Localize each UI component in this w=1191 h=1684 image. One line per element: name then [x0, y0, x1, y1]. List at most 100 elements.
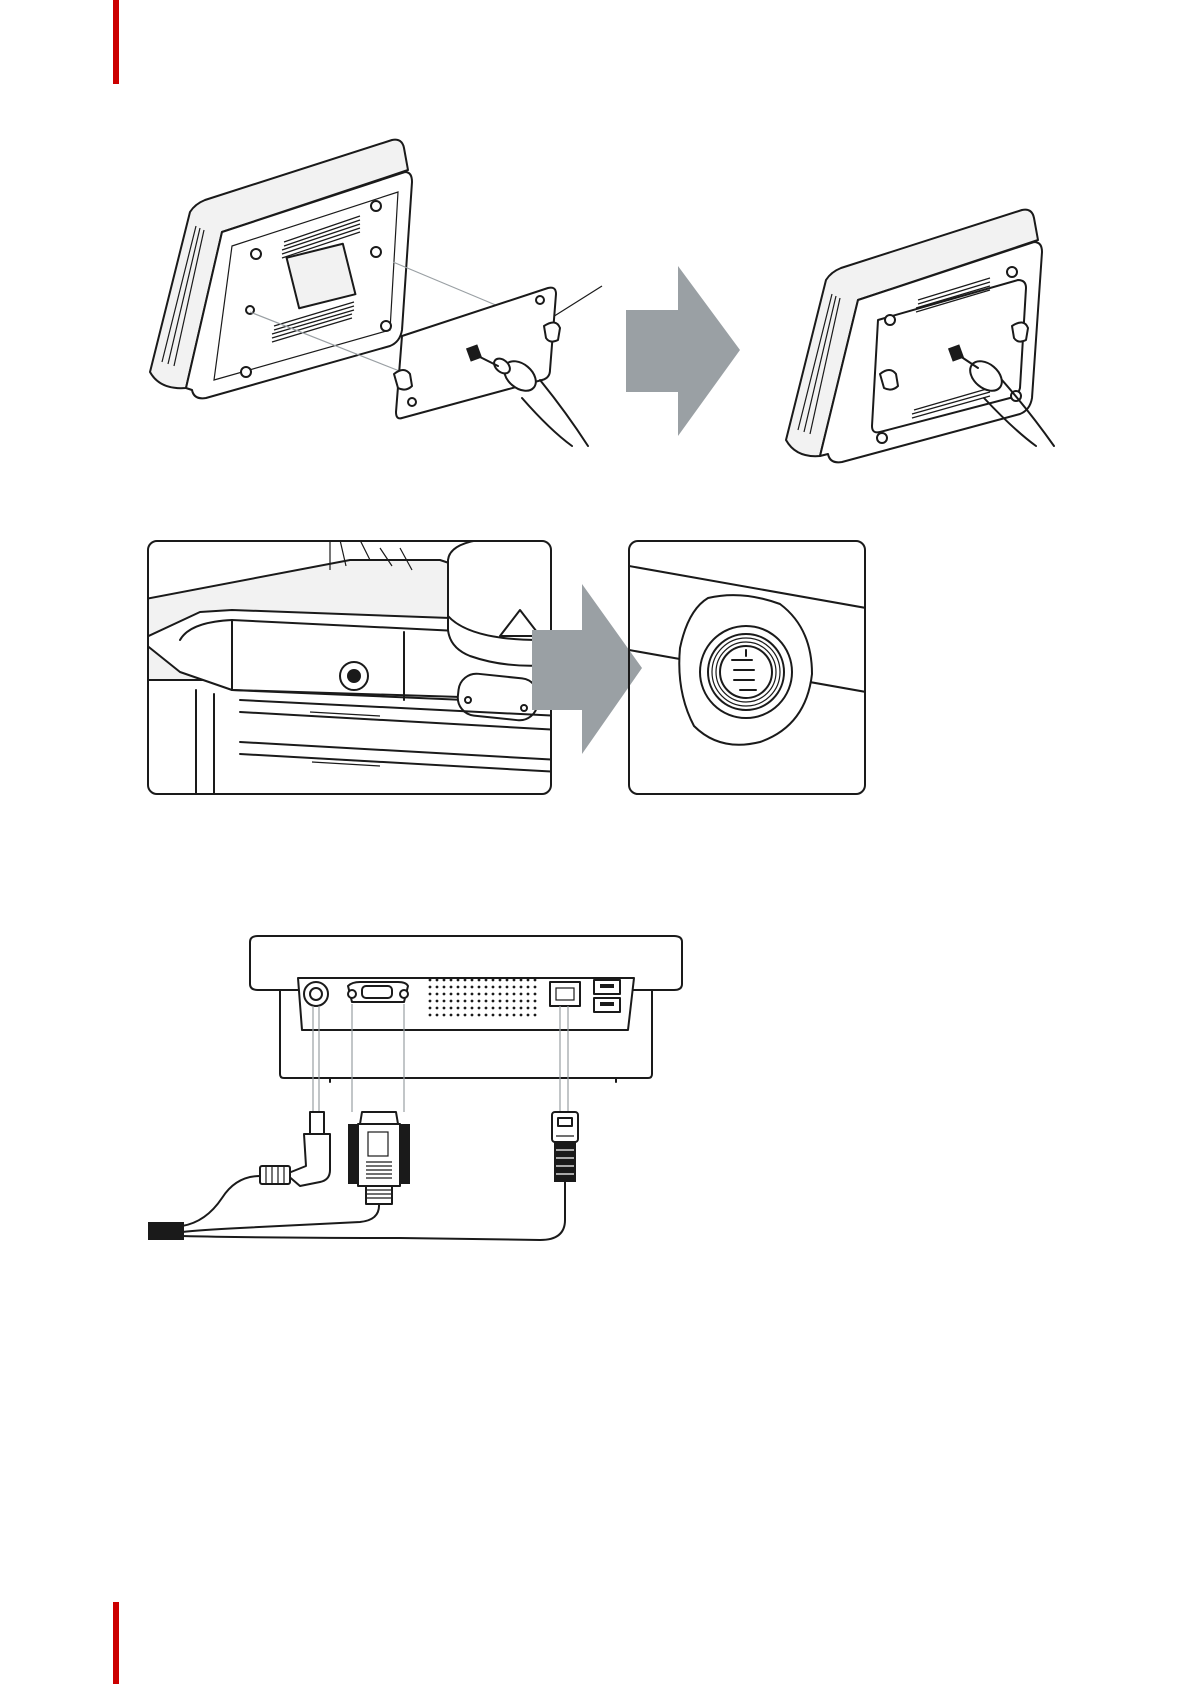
vent-dot	[513, 979, 516, 982]
vent-dot	[499, 979, 502, 982]
vent-dot	[499, 986, 502, 989]
vent-dot	[450, 1014, 453, 1017]
step-arrow-icon	[626, 266, 740, 436]
vent-dot	[443, 986, 446, 989]
vent-dot	[443, 1007, 446, 1010]
vent-dot	[464, 1014, 467, 1017]
vent-dot	[429, 979, 432, 982]
vent-dot	[513, 993, 516, 996]
vent-dot	[527, 1007, 530, 1010]
cable-end-connector	[148, 1222, 184, 1240]
vent-dot	[464, 979, 467, 982]
vent-dot	[506, 1014, 509, 1017]
vent-dot	[443, 993, 446, 996]
vent-dot	[485, 1014, 488, 1017]
vent-dot	[527, 986, 530, 989]
vent-dot	[513, 1014, 516, 1017]
vent-dot	[450, 979, 453, 982]
vent-dot	[436, 986, 439, 989]
vent-dot	[534, 1000, 537, 1003]
vent-dot	[457, 1014, 460, 1017]
vent-dot	[485, 1007, 488, 1010]
vent-dot	[429, 986, 432, 989]
vent-dot	[450, 1007, 453, 1010]
vent-dot	[520, 993, 523, 996]
vent-dot	[492, 1014, 495, 1017]
vent-dot	[520, 979, 523, 982]
vent-dot	[457, 979, 460, 982]
figure-mount-plate	[0, 130, 1191, 460]
device-closeup-illustration	[140, 538, 560, 800]
vent-dot	[450, 1000, 453, 1003]
vent-dot	[499, 1000, 502, 1003]
vent-dot	[499, 1014, 502, 1017]
vent-dot	[436, 1000, 439, 1003]
vent-dot	[492, 979, 495, 982]
vent-dot	[471, 1007, 474, 1010]
vent-dot	[443, 979, 446, 982]
vent-dot	[520, 1007, 523, 1010]
vent-dot	[450, 986, 453, 989]
dc-plug-illustration	[182, 1112, 330, 1226]
vent-dot	[457, 993, 460, 996]
vent-dot	[506, 1000, 509, 1003]
vent-dot	[492, 1007, 495, 1010]
vent-dot	[520, 1014, 523, 1017]
vent-dot	[506, 1007, 509, 1010]
vent-dot	[478, 1014, 481, 1017]
vent-dot	[527, 979, 530, 982]
vent-dot	[436, 979, 439, 982]
vent-dot	[485, 986, 488, 989]
vent-dot	[520, 1000, 523, 1003]
figure-connector-detail	[0, 538, 1191, 800]
vent-dot	[534, 993, 537, 996]
vent-dot	[457, 986, 460, 989]
vent-dot	[443, 1000, 446, 1003]
vent-dot	[478, 986, 481, 989]
mount-plate-illustration	[394, 288, 588, 446]
vent-dot	[471, 1000, 474, 1003]
terminal-rear-illustration	[150, 140, 412, 399]
vent-dot	[499, 993, 502, 996]
vent-dot	[457, 1007, 460, 1010]
vent-dot	[457, 1000, 460, 1003]
page-accent-bar-top	[113, 0, 119, 84]
vent-dot	[443, 1014, 446, 1017]
vent-dot	[520, 986, 523, 989]
page-accent-bar-bottom	[113, 1602, 119, 1684]
vent-dot	[534, 986, 537, 989]
vent-dot	[485, 979, 488, 982]
vent-dot	[436, 993, 439, 996]
figure-cable-connection	[0, 930, 1191, 1250]
vent-dot	[436, 1014, 439, 1017]
terminal-mounted-illustration	[786, 210, 1054, 463]
vent-dot	[513, 1000, 516, 1003]
vent-dot	[527, 993, 530, 996]
vent-dot	[464, 1007, 467, 1010]
vent-dot	[450, 993, 453, 996]
vent-dot	[471, 1014, 474, 1017]
vent-dot	[534, 1014, 537, 1017]
vent-dot	[499, 1007, 502, 1010]
vent-dot	[464, 993, 467, 996]
vent-dot	[471, 986, 474, 989]
vent-dot	[485, 993, 488, 996]
vent-dot	[429, 1007, 432, 1010]
vent-dot	[534, 1007, 537, 1010]
vent-dot	[478, 993, 481, 996]
vent-dot	[471, 993, 474, 996]
vent-dot	[464, 986, 467, 989]
vent-dot	[492, 1000, 495, 1003]
vent-dot	[485, 1000, 488, 1003]
vent-dot	[527, 1014, 530, 1017]
vent-dot	[506, 986, 509, 989]
vent-dot	[478, 1007, 481, 1010]
vent-dot	[492, 986, 495, 989]
vent-dot	[492, 993, 495, 996]
vent-dot	[527, 1000, 530, 1003]
guide-line	[393, 262, 498, 306]
vent-dot	[478, 1000, 481, 1003]
vent-dot	[513, 1007, 516, 1010]
vent-dot	[429, 1014, 432, 1017]
vent-dot	[471, 979, 474, 982]
